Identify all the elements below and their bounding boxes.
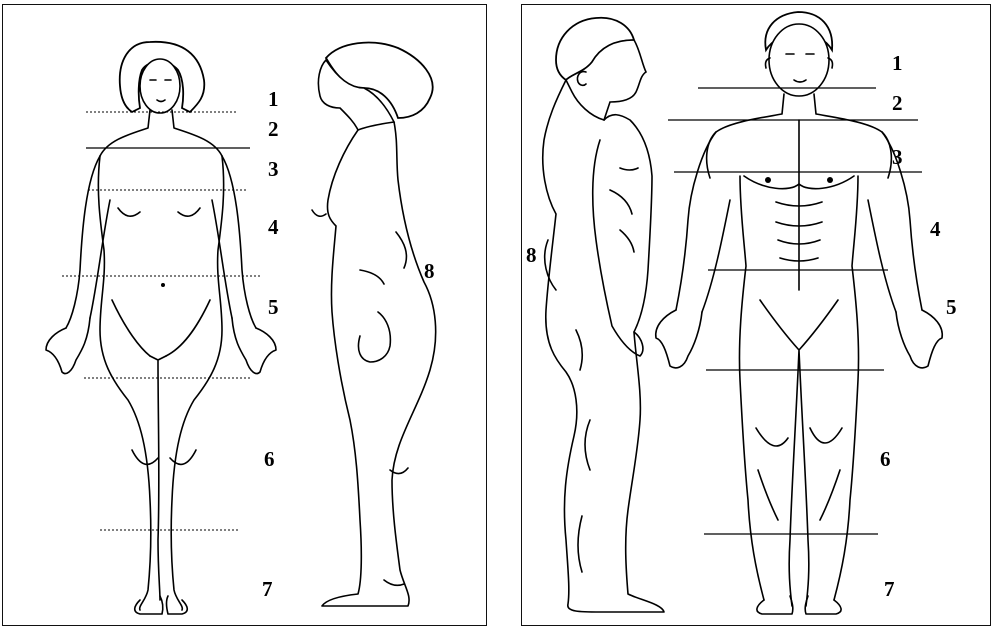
male-side-figure [543, 18, 664, 612]
region-label: 6 [880, 447, 891, 471]
region-label: 4 [930, 217, 941, 241]
region-label: 3 [268, 157, 279, 181]
region-label: 8 [526, 243, 537, 267]
region-label: 4 [268, 215, 279, 239]
region-label: 1 [892, 51, 903, 75]
region-label: 2 [268, 117, 279, 141]
female-front-figure [46, 42, 276, 614]
female-side-figure [312, 43, 436, 606]
region-label: 8 [424, 259, 435, 283]
female-region-labels: 1 2 3 4 5 6 7 8 [262, 87, 435, 601]
region-label: 3 [892, 145, 903, 169]
region-label: 6 [264, 447, 275, 471]
region-label: 1 [268, 87, 279, 111]
region-label: 5 [946, 295, 957, 319]
region-label: 5 [268, 295, 279, 319]
region-label: 7 [262, 577, 273, 601]
region-label: 7 [884, 577, 895, 601]
region-label: 2 [892, 91, 903, 115]
